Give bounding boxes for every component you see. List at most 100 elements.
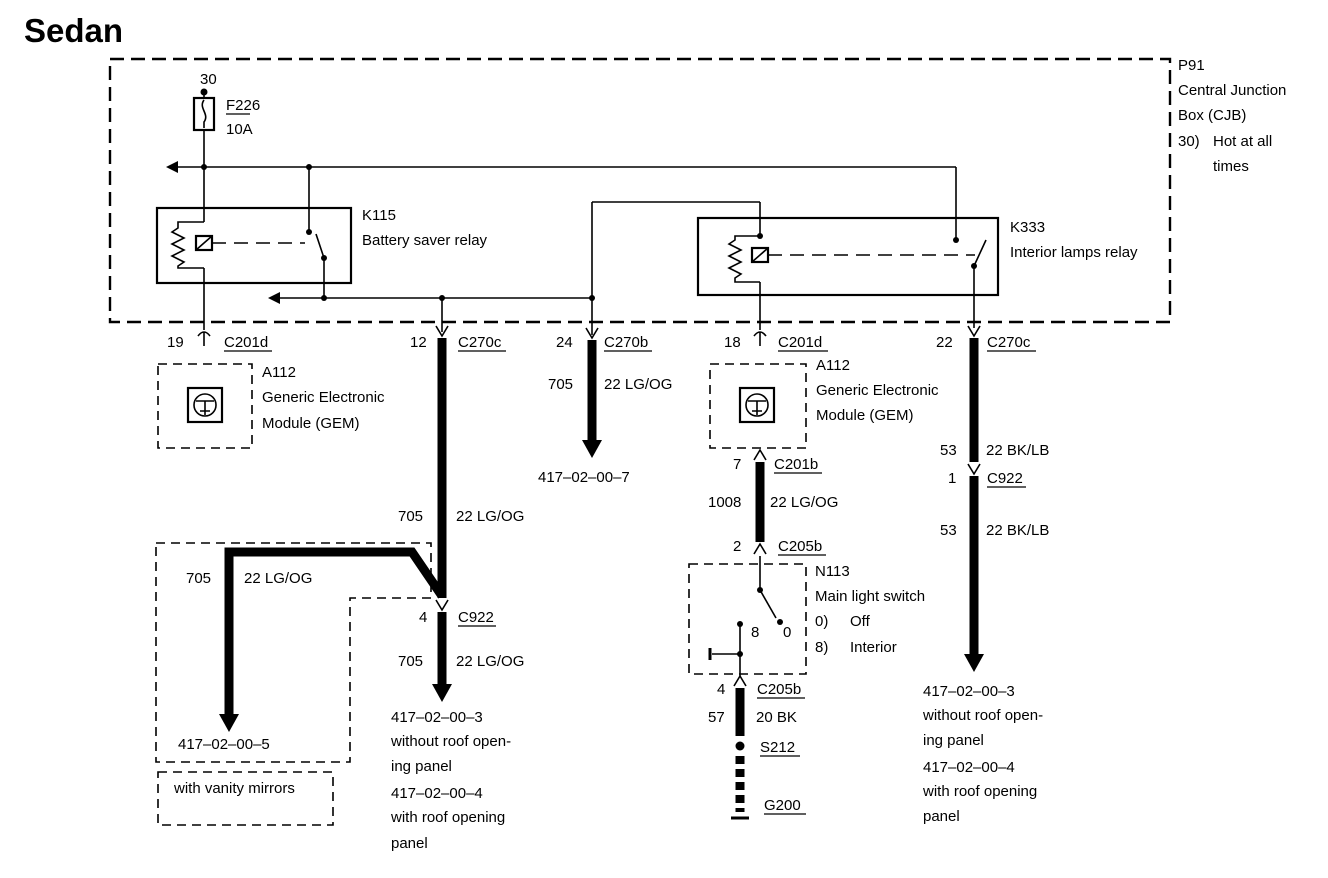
switch-opt2-num: 8) (815, 639, 828, 656)
c270b-pin: 24 (556, 334, 573, 351)
cjb-note-num: 30) (1178, 133, 1200, 150)
wire-right-up-circuit: 53 (940, 442, 957, 459)
gem-left-outline (157, 363, 253, 449)
wire-switch-spec: 22 LG/OG (770, 494, 838, 511)
c270b-label: C270b (604, 334, 648, 351)
cjb-outline (108, 57, 1172, 324)
wire-switch-circuit: 1008 (708, 494, 741, 511)
c205b-top-pin: 2 (733, 538, 741, 555)
c922-right-pin: 1 (948, 470, 956, 487)
k333-switch-blade (973, 239, 987, 267)
c270b-ref: 417–02–00–7 (538, 469, 630, 486)
right-ref2-line1: with roof opening (922, 783, 1037, 800)
gem-left-id: A112 (262, 364, 296, 381)
s212-label: S212 (760, 739, 795, 756)
c205b-bot-label: C205b (757, 681, 801, 698)
left-ref2: 417–02–00–4 (391, 785, 483, 802)
left-ref1: 417–02–00–3 (391, 709, 483, 726)
top-bus-arrow (166, 161, 178, 173)
left-ref1-line2: ing panel (391, 758, 452, 775)
wire-left-low-spec: 22 LG/OG (456, 653, 524, 670)
gem-right-id: A112 (816, 357, 850, 374)
c922-left-pin: 4 (419, 609, 427, 626)
c201d-left-label: C201d (224, 334, 268, 351)
switch-pos-0: 0 (783, 624, 791, 641)
mirror-ref: 417–02–00–5 (178, 736, 270, 753)
cjb-name-line1: Central Junction (1178, 82, 1286, 99)
k115-coil (170, 221, 204, 269)
c922-left-label: C922 (458, 609, 494, 626)
c201d-right-pin: 18 (724, 334, 741, 351)
switch-id: N113 (815, 563, 850, 580)
k333-coil (727, 235, 760, 283)
cjb-note-line1: Hot at all (1213, 133, 1272, 150)
relay-k115-id: K115 (362, 207, 396, 224)
wire-ground-spec: 20 BK (756, 709, 797, 726)
fuse-element (201, 99, 207, 128)
relay-k115-name: Battery saver relay (362, 232, 488, 249)
relay-k333-name: Interior lamps relay (1010, 244, 1138, 261)
c201b-pin: 7 (733, 456, 741, 473)
right-ref1-line1: without roof open- (922, 707, 1043, 724)
c205b-bot-pin: 4 (717, 681, 725, 698)
wire-left-mid-spec: 22 LG/OG (456, 508, 524, 525)
wire-right-low-circuit: 53 (940, 522, 957, 539)
right-ref2: 417–02–00–4 (923, 759, 1015, 776)
wire-vanity-mirror (224, 547, 446, 720)
right-ref2-line2: panel (923, 808, 960, 825)
switch-n113-outline (688, 563, 807, 675)
gem-right-line2: Module (GEM) (816, 407, 914, 424)
splice-s212 (735, 741, 745, 751)
right-ref1: 417–02–00–3 (923, 683, 1015, 700)
switch-contact-0 (777, 619, 783, 625)
c201d-left-pin: 19 (167, 334, 184, 351)
gem-right-line1: Generic Electronic (816, 382, 939, 399)
switch-blade (759, 589, 777, 619)
wire-mirror-circuit: 705 (186, 570, 211, 587)
vanity-mirror-note-box (157, 771, 334, 826)
c205b-top-label: C205b (778, 538, 822, 555)
gem-right-icon (738, 386, 776, 424)
switch-name: Main light switch (815, 588, 925, 605)
wire-right-low-spec: 22 BK/LB (986, 522, 1049, 539)
mirror-note: with vanity mirrors (173, 780, 295, 797)
cjb-note-line2: times (1213, 158, 1249, 175)
bus-node-1 (201, 164, 207, 170)
page-title: Sedan (24, 12, 123, 49)
switch-opt1-label: Off (850, 613, 871, 630)
wire-c270b-spec: 22 LG/OG (604, 376, 672, 393)
left-ref2-line2: panel (391, 835, 428, 852)
gem-left-line2: Module (GEM) (262, 415, 360, 432)
middle-bus-arrow (268, 292, 280, 304)
wire-right-up-spec: 22 BK/LB (986, 442, 1049, 459)
gem-right-outline (709, 363, 807, 449)
fuse-id: F226 (226, 97, 260, 114)
wire-left-mid-circuit: 705 (398, 508, 423, 525)
k115-switch-blade (315, 233, 325, 259)
gem-left-icon (186, 386, 224, 424)
left-ref2-line1: with roof opening (390, 809, 505, 826)
cjb-name-line2: Box (CJB) (1178, 107, 1246, 124)
wire-ground-circuit: 57 (708, 709, 725, 726)
c270c-left-pin: 12 (410, 334, 427, 351)
c270c-right-pin: 22 (936, 334, 953, 351)
c201d-right-label: C201d (778, 334, 822, 351)
right-ref1-line2: ing panel (923, 732, 984, 749)
c922-right-label: C922 (987, 470, 1023, 487)
fuse-pin: 30 (200, 71, 217, 88)
fuse-rating: 10A (226, 121, 253, 138)
c270c-right-label: C270c (987, 334, 1031, 351)
relay-k333-id: K333 (1010, 219, 1045, 236)
vanity-mirror-option-outline (155, 542, 432, 763)
switch-opt2-label: Interior (850, 639, 897, 656)
g200-label: G200 (764, 797, 801, 814)
gem-left-line1: Generic Electronic (262, 389, 385, 406)
relay-k333 (696, 216, 1000, 297)
wire-left-low-circuit: 705 (398, 653, 423, 670)
relay-k115 (155, 206, 353, 285)
c270c-left-label: C270c (458, 334, 502, 351)
switch-pos-8: 8 (751, 624, 759, 641)
cjb-id: P91 (1178, 57, 1205, 74)
wire-mirror-spec: 22 LG/OG (244, 570, 312, 587)
c201b-label: C201b (774, 456, 818, 473)
